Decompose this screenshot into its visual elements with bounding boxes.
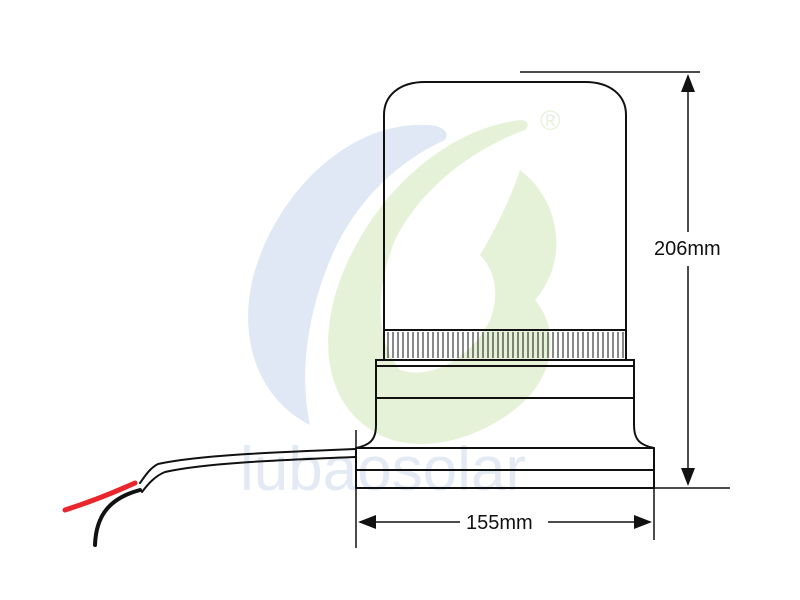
watermark-registered-mark: ®: [540, 105, 561, 136]
height-dimension: [520, 71, 730, 489]
watermark-blue-swoosh: [248, 124, 447, 426]
height-arrow-top: [681, 74, 695, 92]
width-dimension: [355, 430, 655, 548]
height-label: 206mm: [654, 238, 721, 260]
cable-jacket-outline: [139, 448, 356, 484]
width-arrow-right: [634, 515, 652, 529]
black-wire: [93, 488, 142, 547]
power-cable: [62, 448, 356, 547]
beacon-body: [355, 81, 655, 489]
width-arrow-left: [358, 515, 376, 529]
cable-jacket-outline-lower: [141, 456, 356, 493]
watermark-green-swoosh: [328, 120, 557, 444]
grip-ribs: [387, 332, 624, 358]
watermark-logo: ® lubaosolar: [240, 105, 561, 504]
beacon-collar: [375, 359, 635, 399]
width-label: 155mm: [466, 512, 533, 534]
height-arrow-bottom: [681, 468, 695, 486]
beacon-base: [355, 398, 655, 489]
beacon-dome: [383, 81, 627, 330]
red-wire: [62, 480, 138, 513]
